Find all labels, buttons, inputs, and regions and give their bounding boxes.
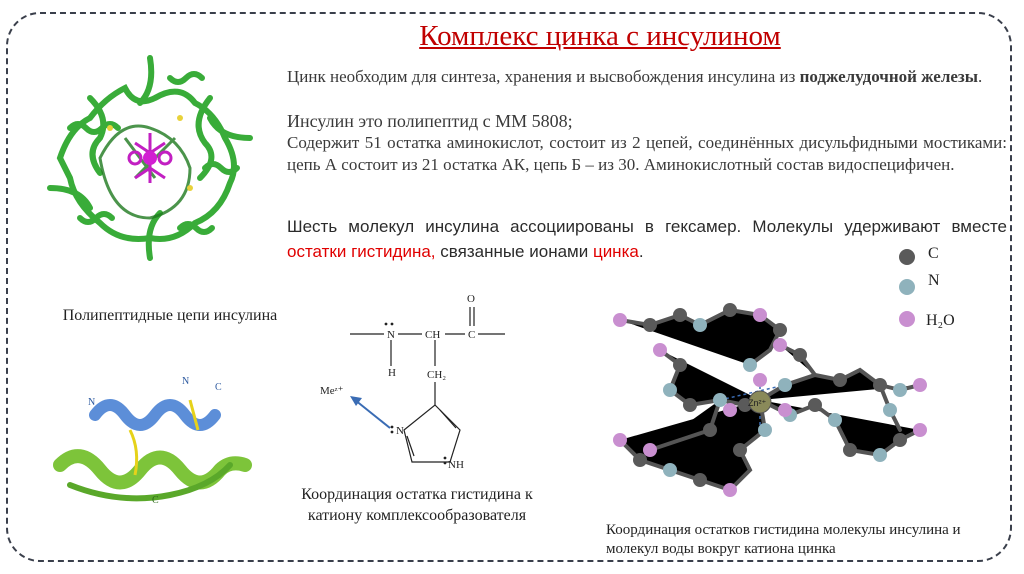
paragraph-zinc-text: Цинк необходим для синтеза, хранения и в… bbox=[287, 67, 800, 86]
legend-atoms bbox=[899, 249, 915, 327]
legend-water: H₂O bbox=[926, 312, 955, 329]
paragraph-zinc-end: . bbox=[978, 67, 983, 86]
legend-carbon: C bbox=[928, 245, 939, 262]
caption-coordination: Координация остатков гистидина молекулы … bbox=[606, 522, 961, 557]
formula-ch: CH bbox=[425, 329, 440, 341]
ribbon-label-c1: C bbox=[215, 382, 222, 393]
caption-histidine: Координация остатка гистидина к катиону … bbox=[301, 486, 533, 524]
paragraph-composition: Содержит 51 остатка аминокислот, состоит… bbox=[287, 133, 1007, 174]
legend-nitrogen: N bbox=[928, 272, 940, 289]
hexamer-text: Шесть молекул инсулина ассоциированы в г… bbox=[287, 217, 1007, 236]
formula-ring-n: N bbox=[396, 425, 404, 437]
paragraph-zinc: Цинк необходим для синтеза, хранения и в… bbox=[287, 66, 1007, 88]
histidine-formula: O N CH C H CH₂ Meᶻ⁺ N NH bbox=[320, 293, 505, 471]
formula-n: N bbox=[387, 329, 395, 341]
slide-title: Комплекс цинка с инсулином bbox=[419, 20, 781, 52]
insulin-ribbon-image: N C N C bbox=[53, 376, 252, 506]
hexamer-end: . bbox=[638, 242, 644, 261]
pancreas-bold: поджелудочной железы bbox=[799, 67, 979, 86]
formula-h: H bbox=[388, 367, 396, 379]
ribbon-label-n2: N bbox=[182, 376, 189, 387]
ribbon-label-c2: C bbox=[152, 495, 159, 506]
zinc-highlight: цинка bbox=[592, 242, 639, 261]
formula-me: Meᶻ⁺ bbox=[320, 385, 344, 397]
paragraph-hexamer: Шесть молекул инсулина ассоциированы в г… bbox=[287, 214, 1007, 264]
ribbon-label-n1: N bbox=[88, 397, 95, 408]
hexamer-mid: связанные ионами bbox=[435, 242, 593, 261]
paragraph-insulin-mass: Инсулин это полипептид с ММ 5808; bbox=[287, 111, 573, 131]
caption-polypeptide: Полипептидные цепи инсулина bbox=[62, 307, 278, 324]
formula-nh: NH bbox=[448, 459, 464, 471]
slide-frame bbox=[6, 12, 1012, 562]
zinc-coordination-model: Zn²⁺ bbox=[613, 303, 927, 497]
insulin-hexamer-image bbox=[47, 55, 253, 261]
formula-ch2: CH₂ bbox=[427, 369, 446, 381]
formula-o: O bbox=[467, 293, 475, 305]
formula-c: C bbox=[468, 329, 475, 341]
histidine-highlight: остатки гистидина, bbox=[287, 242, 436, 261]
zinc-label: Zn²⁺ bbox=[748, 398, 767, 408]
